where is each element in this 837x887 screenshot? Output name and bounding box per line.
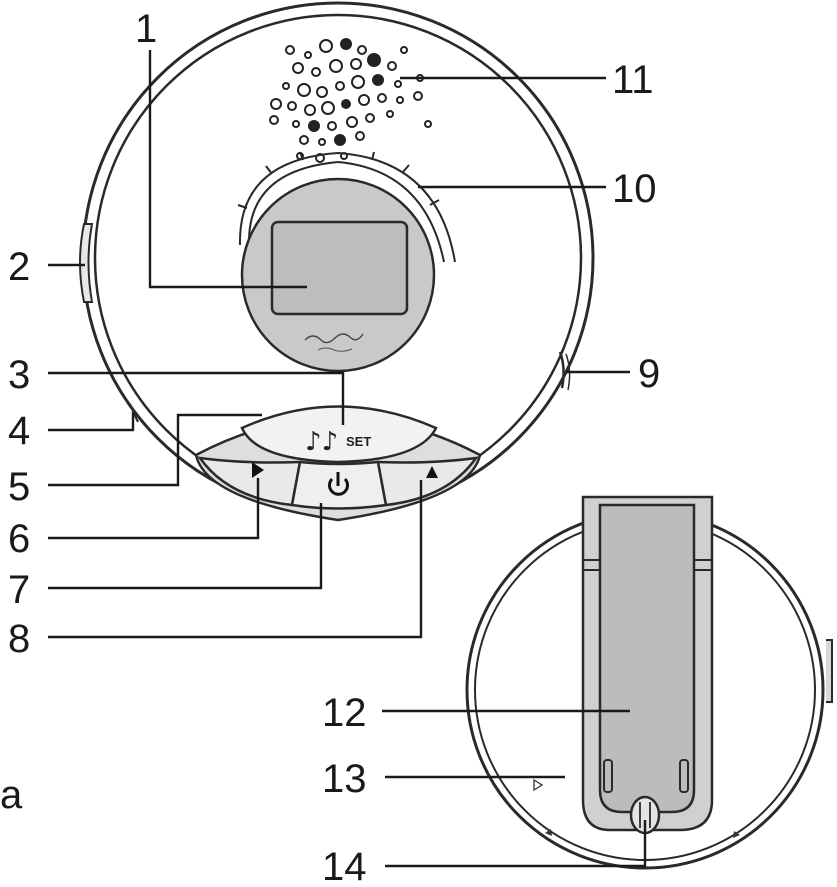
leader-8	[48, 480, 423, 639]
speaker-hole	[355, 131, 365, 141]
speaker-hole	[340, 38, 352, 50]
speaker-hole	[292, 62, 304, 74]
leader-3	[48, 371, 345, 425]
front-view: ♪♪ SET	[79, 1, 595, 522]
brand-logo	[304, 333, 364, 344]
speaker-hole	[424, 120, 432, 128]
speaker-hole	[285, 45, 295, 55]
back-view	[465, 495, 833, 870]
speaker-hole	[269, 115, 279, 125]
leader-7	[48, 503, 323, 590]
speaker-hole	[304, 104, 316, 116]
callout-9: 9	[638, 352, 660, 396]
callout-1: 1	[135, 7, 157, 51]
callout-5: 5	[8, 465, 30, 509]
speaker-hole	[315, 153, 325, 163]
speaker-hole	[329, 59, 343, 73]
speaker-hole	[346, 116, 358, 128]
play-left-icon	[252, 462, 264, 478]
side-button-left	[79, 223, 94, 303]
speaker-hole	[318, 138, 326, 146]
speaker-hole	[282, 82, 290, 90]
speaker-hole	[292, 120, 300, 128]
music-note-icon: ♪♪	[305, 427, 338, 457]
speaker-hole	[365, 113, 375, 123]
callout-8: 8	[8, 617, 30, 661]
side-slot-right	[558, 351, 565, 389]
speaker-hole	[341, 99, 351, 109]
speaker-hole	[358, 94, 370, 106]
set-button[interactable]	[240, 405, 438, 464]
speaker-hole	[413, 91, 423, 101]
light-ring-inner	[248, 160, 445, 263]
speaker-grille	[269, 38, 432, 163]
callout-7: 7	[8, 568, 30, 612]
speaker-hole	[351, 75, 365, 89]
speaker-hole	[350, 58, 362, 70]
arrow-mark-icon	[533, 778, 544, 792]
leader-1	[148, 50, 307, 289]
speaker-hole	[287, 101, 297, 111]
speaker-hole	[319, 39, 333, 53]
speaker-hole	[372, 74, 384, 86]
callout-numbers: 1 2 3 4 5 6 7 8 9 10 11 12 13 14 a	[0, 7, 660, 887]
panel-letter: a	[0, 773, 23, 817]
speaker-hole	[396, 96, 404, 104]
play-right-icon	[426, 466, 438, 478]
leader-5	[48, 413, 262, 487]
callout-lines	[48, 50, 647, 868]
callout-2: 2	[8, 245, 30, 289]
speaker-hole	[334, 134, 346, 146]
lcd-screen	[270, 220, 409, 316]
set-button-label: SET	[346, 434, 371, 449]
right-button[interactable]	[376, 456, 479, 507]
speaker-hole	[367, 53, 381, 67]
callout-10: 10	[612, 167, 657, 211]
speaker-hole	[400, 46, 408, 54]
power-icon	[328, 472, 349, 496]
speaker-hole	[270, 98, 282, 110]
speaker-hole	[394, 80, 402, 88]
speaker-hole	[297, 83, 311, 97]
callout-4: 4	[8, 409, 30, 453]
button-cluster: ♪♪ SET	[194, 405, 482, 522]
leader-6	[48, 478, 260, 540]
speaker-hole	[321, 101, 335, 115]
light-ring-outer	[238, 151, 456, 263]
back-side-tab	[826, 639, 833, 703]
speaker-hole	[327, 121, 337, 131]
rim-arrow-icon	[733, 831, 740, 838]
callout-11: 11	[612, 58, 654, 102]
callout-13: 13	[322, 757, 367, 801]
light-ring	[237, 151, 456, 263]
speaker-hole	[386, 110, 394, 118]
rim-arrow-icon	[545, 829, 552, 836]
callout-12: 12	[322, 691, 367, 735]
speaker-hole	[357, 45, 367, 55]
leader-14	[385, 820, 647, 868]
speaker-hole	[311, 67, 321, 77]
leader-4	[48, 412, 135, 432]
speaker-hole	[335, 81, 345, 91]
speaker-hole	[377, 93, 387, 103]
speaker-hole	[308, 120, 320, 132]
speaker-hole	[387, 61, 397, 71]
speaker-hole	[316, 86, 328, 98]
callout-6: 6	[8, 517, 30, 561]
speaker-hole	[299, 135, 309, 145]
speaker-hole	[304, 51, 312, 59]
callout-3: 3	[8, 353, 30, 397]
brand-logo-sub	[317, 347, 353, 352]
callout-14: 14	[322, 845, 367, 887]
